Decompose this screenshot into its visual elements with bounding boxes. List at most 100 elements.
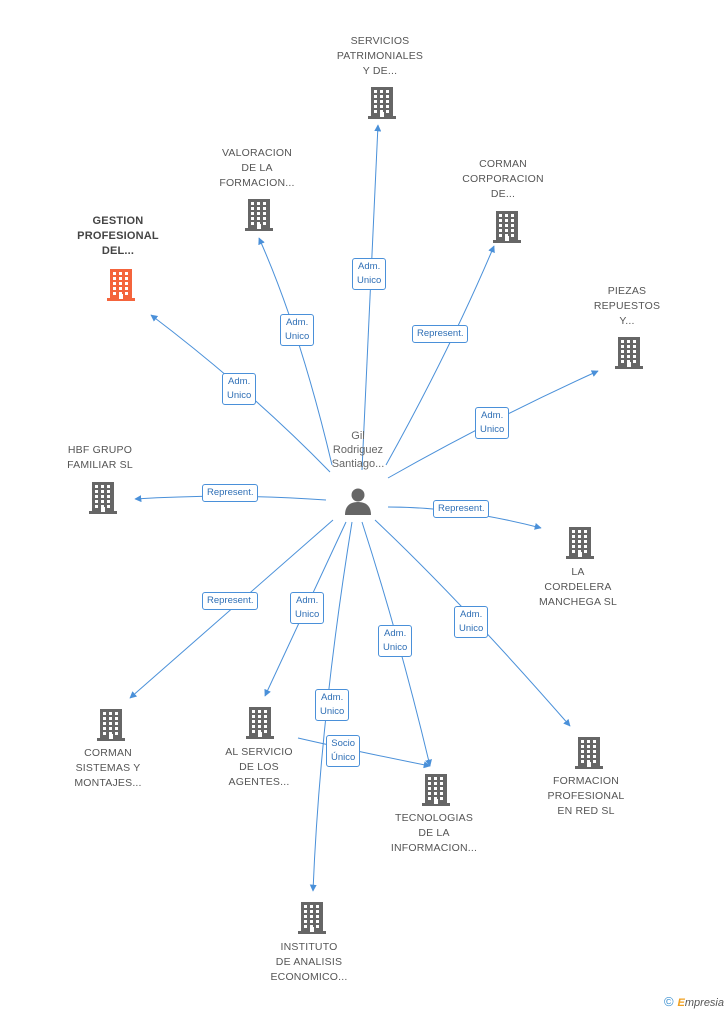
relation-badge-text: Unico bbox=[285, 331, 310, 342]
building-icon[interactable] bbox=[421, 772, 451, 811]
building-icon[interactable] bbox=[244, 197, 274, 236]
relation-badge-text: Adm. bbox=[384, 628, 407, 639]
relation-badge-text: Unico bbox=[383, 642, 408, 653]
center-name-line: Rodriguez bbox=[332, 444, 384, 456]
relation-badge-text: Represent. bbox=[417, 328, 464, 339]
company-label-line: ECONOMICO... bbox=[270, 971, 348, 983]
company-label-line: FAMILIAR SL bbox=[67, 459, 133, 471]
company-label-alservicio[interactable]: AL SERVICIO DE LOS AGENTES... bbox=[199, 745, 319, 790]
company-label-line: Y DE... bbox=[362, 65, 398, 77]
relation-badge-text: Represent. bbox=[207, 595, 254, 606]
company-label-line: CORDELERA bbox=[544, 581, 612, 593]
building-icon[interactable] bbox=[492, 209, 522, 248]
relation-badge-text: Socio bbox=[331, 738, 356, 749]
company-label-gestion[interactable]: GESTION PROFESIONAL DEL... bbox=[58, 214, 178, 259]
relation-badge-text: Unico bbox=[227, 390, 252, 401]
relation-badge-valoracion[interactable]: Adm.Unico bbox=[280, 314, 315, 346]
relation-badge-text: Único bbox=[331, 752, 356, 763]
company-label-line: MANCHEGA SL bbox=[538, 596, 618, 608]
building-icon[interactable] bbox=[565, 525, 595, 564]
company-label-line: AL SERVICIO bbox=[225, 746, 293, 758]
building-icon[interactable] bbox=[245, 705, 275, 744]
building-icon[interactable] bbox=[88, 480, 118, 519]
company-label-line: DE ANALISIS bbox=[275, 956, 343, 968]
company-label-line: PROFESIONAL bbox=[547, 790, 625, 802]
company-label-line: CORMAN bbox=[479, 158, 527, 170]
building-icon[interactable] bbox=[367, 85, 397, 124]
person-icon[interactable] bbox=[343, 486, 373, 521]
company-label-line: DE LOS bbox=[239, 761, 279, 773]
company-label-servicios[interactable]: SERVICIOS PATRIMONIALES Y DE... bbox=[320, 34, 440, 79]
relation-badge-text: Unico bbox=[320, 706, 345, 717]
company-label-line: REPUESTOS bbox=[593, 300, 661, 312]
relation-badge-corman-sis[interactable]: Represent. bbox=[202, 592, 259, 610]
company-label-line: PATRIMONIALES bbox=[336, 50, 424, 62]
company-label-line: DE... bbox=[490, 188, 516, 200]
company-label-line: AGENTES... bbox=[228, 776, 290, 788]
relation-badge-alservicio[interactable]: Adm. Unico bbox=[290, 592, 325, 624]
relation-badge-text: Unico bbox=[459, 623, 484, 634]
center-name-line: Gil bbox=[351, 430, 365, 442]
company-label-line: SERVICIOS bbox=[350, 35, 410, 47]
building-icon[interactable] bbox=[574, 735, 604, 774]
building-icon[interactable] bbox=[297, 900, 327, 939]
company-label-line: INFORMACION... bbox=[390, 842, 478, 854]
company-label-hbf[interactable]: HBF GRUPO FAMILIAR SL bbox=[40, 443, 160, 473]
company-label-line: FORMACION... bbox=[219, 177, 295, 189]
relation-badge-text: Adm. bbox=[358, 261, 381, 272]
brand-initial: E bbox=[677, 997, 685, 1009]
relation-badge-tecnologias[interactable]: Adm. Unico bbox=[378, 625, 413, 657]
building-icon[interactable] bbox=[106, 267, 136, 306]
company-label-line: HBF GRUPO bbox=[67, 444, 133, 456]
building-icon[interactable] bbox=[96, 707, 126, 746]
relation-badge-corman-corp[interactable]: Represent. bbox=[412, 325, 469, 343]
company-label-line: Y... bbox=[619, 315, 635, 327]
relation-badge-text: Unico bbox=[295, 609, 320, 620]
building-icon[interactable] bbox=[614, 335, 644, 374]
relation-badge-text: Unico bbox=[480, 424, 505, 435]
company-label-line: INSTITUTO bbox=[280, 941, 338, 953]
company-label-line: CORPORACION bbox=[462, 173, 544, 185]
relation-badge-servicios[interactable]: Adm. Unico bbox=[352, 258, 387, 290]
company-label-line: GESTION bbox=[92, 215, 144, 227]
company-label-instituto[interactable]: INSTITUTO DE ANALISIS ECONOMICO... bbox=[249, 940, 369, 985]
relation-badge-text: Unico bbox=[357, 275, 382, 286]
relation-badge-text: Represent. bbox=[207, 487, 254, 498]
relation-edge-servicios bbox=[361, 124, 382, 471]
relation-badge-text: Adm. bbox=[228, 376, 251, 387]
company-label-line: CORMAN bbox=[84, 747, 132, 759]
company-label-line: DE LA bbox=[418, 827, 450, 839]
relation-badge-gestion[interactable]: Adm. Unico bbox=[222, 373, 257, 405]
company-label-line: LA bbox=[571, 566, 585, 578]
company-label-line: MONTAJES... bbox=[74, 777, 142, 789]
relation-badge-instituto[interactable]: Adm. Unico bbox=[315, 689, 350, 721]
relation-badge-text: Adm. bbox=[460, 609, 483, 620]
relation-badge-text: Adm. bbox=[296, 595, 319, 606]
relation-edge-corman-corp bbox=[385, 245, 495, 466]
relation-badge-cordelera[interactable]: Represent. bbox=[433, 500, 490, 518]
center-name-line: Santiago... bbox=[331, 458, 385, 470]
company-label-tecnologias[interactable]: TECNOLOGIAS DE LA INFORMACION... bbox=[374, 811, 494, 856]
company-label-line: FORMACION bbox=[553, 775, 619, 787]
company-label-line: PIEZAS bbox=[607, 285, 647, 297]
relation-badge-text: Adm. bbox=[321, 692, 344, 703]
company-label-line: TECNOLOGIAS bbox=[394, 812, 474, 824]
company-label-cordelera[interactable]: LA CORDELERA MANCHEGA SL bbox=[518, 565, 638, 610]
company-label-valoracion[interactable]: VALORACION DE LA FORMACION... bbox=[197, 146, 317, 191]
company-label-corman-corp[interactable]: CORMAN CORPORACION DE... bbox=[443, 157, 563, 202]
relation-badge-hbf[interactable]: Represent. bbox=[202, 484, 259, 502]
company-label-piezas[interactable]: PIEZAS REPUESTOS Y... bbox=[567, 284, 687, 329]
company-label-line: VALORACION bbox=[221, 147, 293, 159]
relation-badge-piezas[interactable]: Adm. Unico bbox=[475, 407, 510, 439]
relation-badge-text: Adm. bbox=[481, 410, 504, 421]
company-label-line: DEL... bbox=[101, 245, 135, 257]
brand-footer: ©Empresia bbox=[664, 994, 724, 1009]
center-person-name[interactable]: Gil Rodriguez Santiago... bbox=[303, 429, 413, 471]
relation-badge-formacion[interactable]: Adm. Unico bbox=[454, 606, 489, 638]
copyright-icon: © bbox=[663, 994, 674, 1009]
company-label-line: PROFESIONAL bbox=[77, 230, 159, 242]
company-label-line: DE LA bbox=[241, 162, 273, 174]
